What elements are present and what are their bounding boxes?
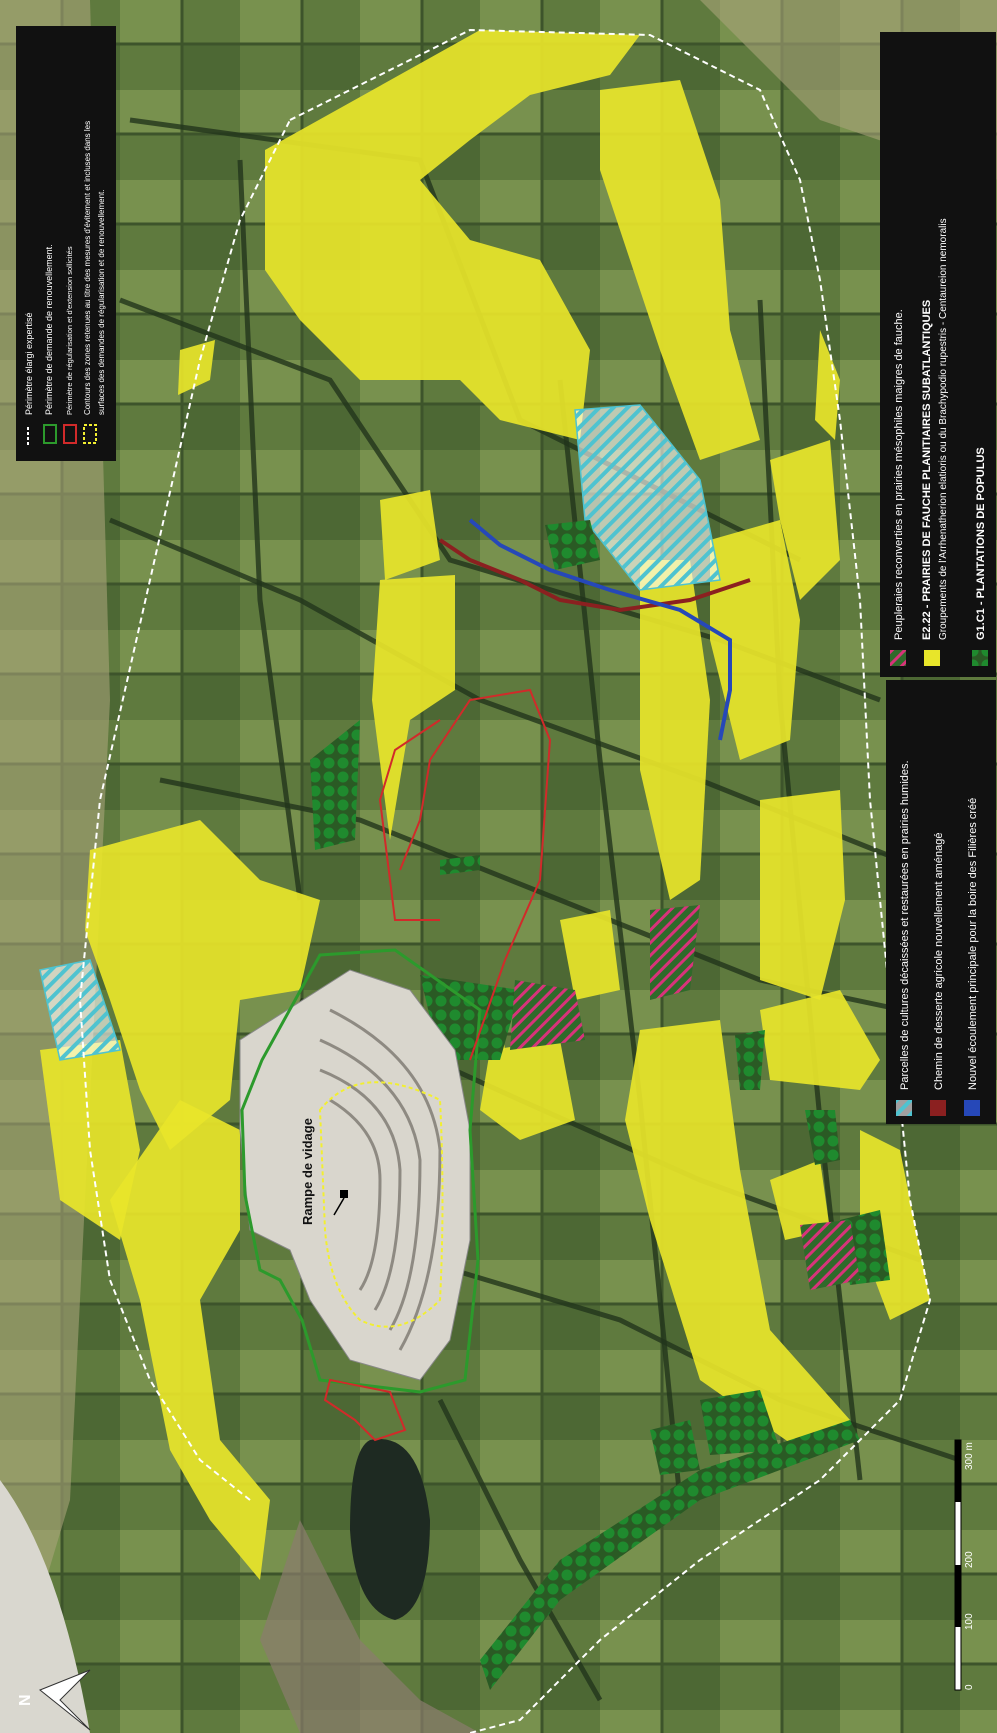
farm-access-path	[438, 538, 751, 613]
legend-right-bg	[880, 32, 996, 677]
legend-top-label-2: Périmètre de régularisation et d'extensi…	[65, 246, 74, 415]
new-outflow	[468, 518, 732, 741]
legend-left-symbol-1	[930, 1100, 946, 1116]
legend-left-symbol-2	[964, 1100, 980, 1116]
meadows-e2-22	[40, 30, 930, 1580]
legend-left-label-0: Parcelles de cultures décaissées et rest…	[899, 760, 911, 1090]
legend-top-label-1: Périmètre de demande de renouvellement.	[44, 244, 54, 415]
legend-left-label-1: Chemin de desserte agricole nouvellement…	[933, 833, 945, 1090]
legend-top-symbol-3	[83, 424, 97, 444]
renewal-perimeter	[240, 948, 482, 1394]
extension-perimeter-south	[323, 1378, 407, 1442]
legend-right-label-0: Peupleraies reconverties en prairies més…	[893, 309, 905, 640]
legend-top-label-0: Périmètre élargi expertisé	[24, 312, 34, 415]
legend-top-symbol-1	[43, 424, 57, 444]
legend-top-label-3: Contours des zones retenues au titre des…	[83, 121, 92, 415]
lake	[350, 1439, 430, 1620]
legend-left-bg	[886, 680, 996, 1124]
legend-right: Peupleraies reconverties en prairies més…	[880, 32, 996, 677]
legend-top-label-4: surfaces des demandes de régularisation …	[97, 190, 106, 415]
legend-right-symbol-0	[890, 650, 906, 666]
scale-bar: 0 100 200 300 m	[954, 1439, 975, 1691]
rampe-marker: Rampe de vidage	[300, 1118, 348, 1225]
legend-bottom-left: Parcelles de cultures décaissées et rest…	[886, 680, 996, 1124]
legend-right-label-1: E2.22 - PRAIRIES DE FAUCHE PLANITIAIRES …	[921, 300, 933, 640]
wet-meadows-hatched	[39, 404, 721, 1061]
scale-tick-200: 200	[964, 1551, 975, 1568]
legend-top-symbol-2	[63, 424, 77, 444]
scale-tick-100: 100	[964, 1613, 975, 1630]
scale-tick-300: 300 m	[964, 1442, 975, 1470]
legend-top-bg	[16, 26, 116, 461]
rampe-label: Rampe de vidage	[300, 1118, 315, 1225]
quarry-benches	[319, 1008, 442, 1351]
legend-right-label-3: G1.C1 - PLANTATIONS DE POPULUS	[975, 447, 987, 640]
expert-perimeter	[78, 28, 932, 1733]
quarry-pit	[239, 969, 471, 1381]
legend-right-label-2: Groupements de l'Arrhenatherion elatiori…	[938, 218, 949, 640]
village	[260, 1520, 480, 1733]
reconverted-poplars-hatched	[510, 905, 860, 1290]
north-arrow: N	[17, 1669, 91, 1731]
legend-left-label-2: Nouvel écoulement principale pour la boi…	[967, 798, 979, 1090]
river-bank	[0, 1480, 90, 1733]
legend-right-symbol-1	[924, 650, 940, 666]
legend-top: Périmètre élargi expertisé Périmètre de …	[16, 26, 116, 461]
extension-perimeter-north	[378, 688, 552, 1061]
scale-tick-0: 0	[964, 1684, 975, 1690]
legend-right-symbol-3	[972, 650, 988, 666]
legend-left-symbol-0	[896, 1100, 912, 1116]
north-letter: N	[17, 1694, 34, 1706]
avoidance-contour	[318, 1081, 444, 1328]
